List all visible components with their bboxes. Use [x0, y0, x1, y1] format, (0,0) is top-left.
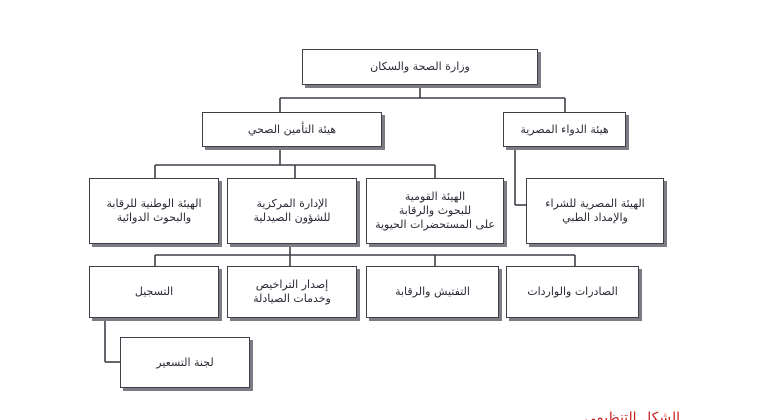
node-inspection: التفتيش والرقابة — [366, 266, 499, 318]
node-imports-exports: الصادرات والواردات — [506, 266, 639, 318]
node-drug-authority: هيئة الدواء المصرية — [503, 112, 626, 147]
node-ministry-label: وزارة الصحة والسكان — [370, 60, 470, 74]
node-registration-label: التسجيل — [134, 285, 174, 299]
node-insurance-authority-label: هيئة التأمين الصحي — [247, 122, 337, 136]
node-national-authority-label: الهيئة القومية للبحوث والرقابة على المست… — [375, 190, 495, 231]
node-licensing: إصدار التراخيص وخدمات الصيادلة — [227, 266, 357, 318]
node-central-admin-label: الإدارة المركزية للشؤون الصيدلية — [253, 197, 331, 224]
node-licensing-label: إصدار التراخيص وخدمات الصيادلة — [253, 278, 331, 305]
footer-caption-text: الشكل التنظيمي — [584, 410, 680, 420]
node-inspection-label: التفتيش والرقابة — [395, 285, 470, 299]
footer-caption-fragment: الشكل التنظيمي — [560, 408, 680, 420]
node-national-authority: الهيئة القومية للبحوث والرقابة على المست… — [366, 178, 504, 244]
node-pricing: لجنة التسعير — [120, 337, 250, 388]
node-insurance-authority: هيئة التأمين الصحي — [202, 112, 382, 147]
node-procurement-authority-label: الهيئة المصرية للشراء والإمداد الطبي — [545, 197, 645, 224]
node-procurement-authority: الهيئة المصرية للشراء والإمداد الطبي — [526, 178, 664, 244]
node-registration: التسجيل — [89, 266, 219, 318]
node-ministry: وزارة الصحة والسكان — [302, 49, 538, 85]
node-imports-exports-label: الصادرات والواردات — [527, 285, 618, 299]
node-central-admin: الإدارة المركزية للشؤون الصيدلية — [227, 178, 357, 244]
node-national-control-label: الهيئة الوطنية للرقابة والبحوث الدوائية — [106, 197, 202, 224]
node-drug-authority-label: هيئة الدواء المصرية — [520, 122, 609, 136]
node-pricing-label: لجنة التسعير — [156, 355, 214, 369]
node-national-control: الهيئة الوطنية للرقابة والبحوث الدوائية — [89, 178, 219, 244]
